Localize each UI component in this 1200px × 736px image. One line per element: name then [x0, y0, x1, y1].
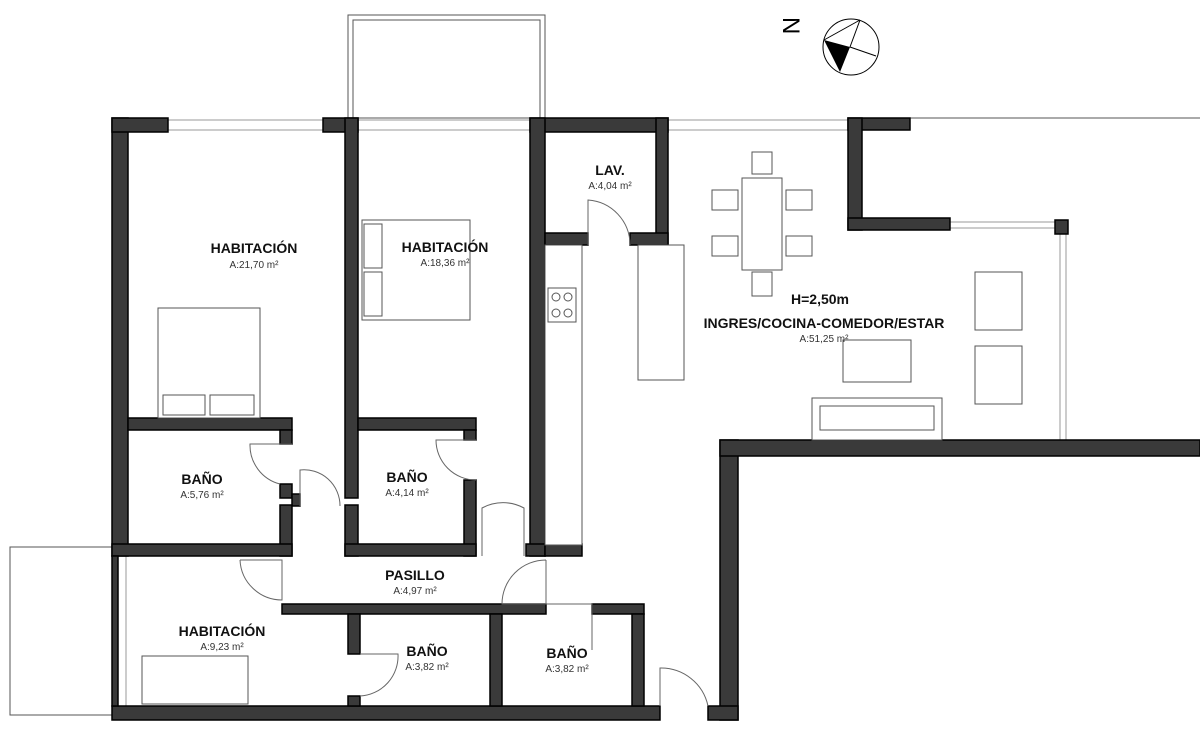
room-name: BAÑO: [546, 644, 587, 661]
room-area: A:4,14 m²: [385, 488, 429, 499]
room-area: A:3,82 m²: [405, 662, 449, 673]
room-area: A:5,76 m²: [180, 490, 224, 501]
room-name: HABITACIÓN: [402, 238, 489, 255]
room-name: HABITACIÓN: [211, 239, 298, 256]
room-name: PASILLO: [385, 567, 445, 583]
walls: [111, 117, 1200, 721]
height-note: H=2,50m: [791, 291, 849, 307]
single-bed: [141, 655, 249, 705]
armchair: [974, 345, 1023, 405]
compass-icon: [822, 18, 880, 76]
room-area: A:18,36 m²: [421, 258, 471, 269]
room-area: A:4,04 m²: [588, 181, 632, 192]
furniture: [141, 151, 1023, 705]
north-label: N: [777, 17, 804, 34]
left-balcony: [9, 546, 113, 716]
kitchen: [544, 244, 685, 546]
room-name: BAÑO: [406, 642, 447, 659]
room-name: LAV.: [595, 162, 625, 178]
armchair: [974, 271, 1023, 331]
cooktop-icon: [547, 287, 577, 323]
room-area: A:51,25 m²: [800, 334, 850, 345]
room-name: INGRES/COCINA-COMEDOR/ESTAR: [704, 315, 945, 331]
room-labels: HABITACIÓN A:21,70 m² HABITACIÓN A:18,36…: [179, 162, 945, 675]
room-area: A:3,82 m²: [545, 664, 589, 675]
room-name: HABITACIÓN: [179, 622, 266, 639]
dining-table: [741, 177, 783, 271]
kitchen-island: [637, 244, 685, 381]
room-name: BAÑO: [181, 470, 222, 487]
room-area: A:21,70 m²: [230, 260, 280, 271]
windows: [113, 119, 848, 706]
doors: [239, 199, 709, 707]
room-name: BAÑO: [386, 468, 427, 485]
top-balcony: [347, 14, 546, 119]
room-area: A:4,97 m²: [393, 586, 437, 597]
coffee-table: [842, 339, 912, 383]
room-area: A:9,23 m²: [200, 642, 244, 653]
